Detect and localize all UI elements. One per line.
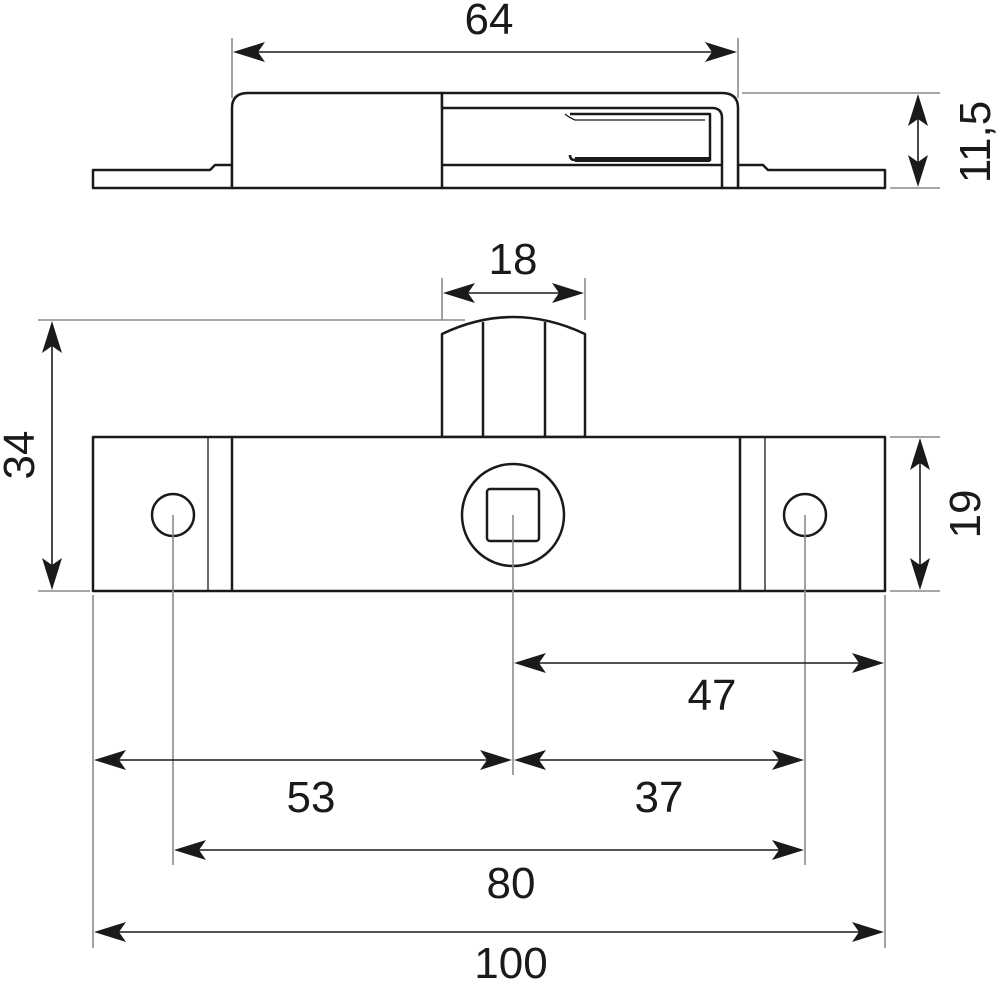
dimension-47: 47 bbox=[514, 653, 884, 720]
side-view-bolt-dark-bar bbox=[575, 157, 710, 162]
front-view bbox=[91, 315, 887, 593]
dimension-80: 80 bbox=[174, 840, 804, 908]
front-view-plate bbox=[91, 435, 887, 593]
side-view-housing bbox=[230, 91, 444, 190]
dimension-100: 100 bbox=[94, 922, 884, 983]
side-view-bolt bbox=[568, 112, 712, 162]
side-view-base-plate bbox=[91, 163, 234, 190]
dimension-53-label: 53 bbox=[287, 773, 336, 822]
dimension-11-5: 11,5 bbox=[742, 92, 1000, 189]
dimension-64-label: 64 bbox=[465, 0, 514, 44]
dimension-100-label: 100 bbox=[474, 939, 547, 983]
dimension-18: 18 bbox=[441, 235, 586, 320]
dimension-80-label: 80 bbox=[487, 859, 536, 908]
bottom-extension-lines bbox=[92, 515, 886, 948]
dimension-19-label: 19 bbox=[941, 490, 990, 539]
dimension-64: 64 bbox=[231, 0, 739, 98]
side-view-bolt-shade bbox=[564, 113, 705, 121]
dimension-47-label: 47 bbox=[688, 671, 737, 720]
side-view-slide-channel bbox=[440, 91, 740, 190]
dimension-53: 53 bbox=[94, 750, 512, 822]
side-view bbox=[91, 91, 887, 190]
front-view-handle bbox=[440, 315, 587, 439]
dimension-18-label: 18 bbox=[489, 235, 538, 284]
dimension-34: 34 bbox=[0, 319, 465, 592]
dimension-19: 19 bbox=[890, 436, 990, 592]
dimension-11-5-label: 11,5 bbox=[951, 101, 1000, 183]
dimension-37: 37 bbox=[514, 750, 804, 822]
dimension-37-label: 37 bbox=[635, 773, 684, 822]
side-view-base-plate-right bbox=[736, 163, 887, 190]
dimension-34-label: 34 bbox=[0, 431, 44, 480]
